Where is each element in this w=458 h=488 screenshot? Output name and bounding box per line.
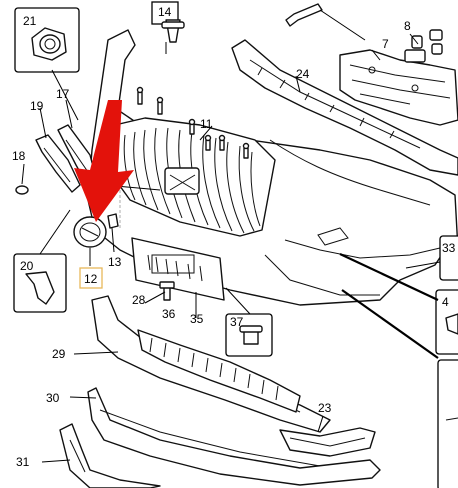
callout-11: 11 — [200, 117, 213, 131]
callout-23: 23 — [318, 401, 332, 415]
bracket-right — [339, 49, 458, 126]
screw-top — [285, 3, 366, 41]
part-21-box — [14, 7, 80, 73]
callout-37: 37 — [230, 315, 244, 329]
clip-part-14 — [151, 1, 185, 43]
callout-4: 4 — [442, 295, 449, 309]
callout-29: 29 — [52, 347, 66, 361]
grille-fasteners — [136, 86, 250, 159]
trim-strip-23 — [279, 427, 376, 457]
side-bracket-19 — [35, 134, 81, 193]
license-plate-holder — [131, 237, 225, 301]
callout-21: 21 — [23, 14, 37, 28]
callout-labels: 21 14 8 7 24 11 17 19 18 20 12 13 28 36 … — [12, 5, 456, 469]
callout-24: 24 — [296, 67, 310, 81]
grille — [111, 117, 276, 237]
callout-12: 12 — [84, 272, 98, 286]
callout-7: 7 — [382, 37, 389, 51]
part-4-box — [435, 289, 458, 355]
callout-35: 35 — [190, 312, 204, 326]
bolt-36 — [159, 281, 175, 301]
callout-33: 33 — [442, 241, 456, 255]
washer-18 — [15, 185, 29, 195]
callout-18: 18 — [12, 149, 26, 163]
callout-28: 28 — [132, 293, 146, 307]
callout-13: 13 — [108, 255, 122, 269]
callout-20: 20 — [20, 259, 34, 273]
right-box-lower — [437, 359, 458, 488]
leader-lines — [21, 33, 441, 463]
callout-14: 14 — [158, 5, 172, 19]
part-37-box — [225, 313, 273, 357]
callout-17: 17 — [56, 87, 70, 101]
callout-36: 36 — [162, 307, 176, 321]
callout-31: 31 — [16, 455, 30, 469]
lower-grille-29 — [91, 295, 331, 433]
callout-8: 8 — [404, 19, 411, 33]
callout-19: 19 — [30, 99, 44, 113]
highlight-box — [79, 267, 103, 289]
upper-beam — [231, 39, 458, 176]
part-20-box — [13, 253, 67, 313]
red-arrow-icon — [74, 100, 134, 222]
callout-30: 30 — [46, 391, 60, 405]
tow-eye-cover-12 — [73, 216, 107, 248]
part-33-box — [439, 235, 458, 281]
lower-trim-30 — [87, 387, 381, 486]
skid-plate-31 — [59, 423, 161, 488]
clip-13 — [107, 213, 119, 229]
